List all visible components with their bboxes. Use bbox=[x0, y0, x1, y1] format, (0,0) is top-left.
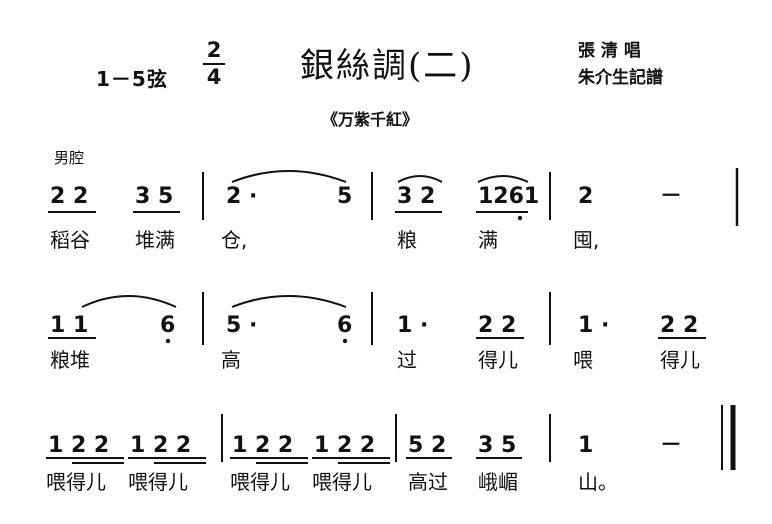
lyric: 得儿 bbox=[478, 348, 518, 372]
note-group: 2 2 bbox=[478, 313, 517, 338]
note-group: 5 bbox=[337, 184, 353, 209]
note-group: 1 · bbox=[578, 313, 610, 338]
note-group: 1 1 bbox=[50, 313, 89, 338]
time-signature: 2 4 bbox=[203, 40, 225, 88]
note-group: 1 2 2 bbox=[130, 433, 192, 458]
lyric: 粮 bbox=[397, 228, 417, 252]
song-title: 銀絲調(二) bbox=[300, 46, 475, 86]
note-group: 1 2 2 bbox=[232, 433, 294, 458]
lyric: 喂得儿 bbox=[128, 470, 188, 494]
lyric: 仓, bbox=[221, 228, 248, 252]
lyric: 喂 bbox=[573, 348, 593, 372]
note-group: 6 bbox=[337, 313, 353, 338]
lyric: 粮堆 bbox=[50, 348, 90, 372]
note-group: 1 2 2 bbox=[314, 433, 376, 458]
note-group: 1 2 2 bbox=[48, 433, 110, 458]
time-signature-denominator: 4 bbox=[206, 65, 222, 89]
lyric: 满 bbox=[478, 228, 498, 252]
note-group: 5 · bbox=[226, 313, 258, 338]
singer-credit: 張 清 唱 bbox=[578, 41, 641, 61]
lyric: 喂得儿 bbox=[230, 470, 290, 494]
note-group: 1 bbox=[578, 433, 594, 458]
lyric: 得儿 bbox=[660, 348, 700, 372]
lyric: 稻谷 bbox=[50, 228, 90, 252]
credits: 張 清 唱 朱介生記譜 bbox=[578, 38, 663, 92]
voice-label: 男腔 bbox=[54, 149, 85, 167]
note-group: 1 · bbox=[397, 313, 429, 338]
song-subtitle: 《万紫千紅》 bbox=[322, 110, 419, 129]
note-group: 5 2 bbox=[408, 433, 447, 458]
lyric: 囤, bbox=[573, 228, 600, 252]
string-tuning: 1－5弦 bbox=[96, 67, 168, 91]
note-group: 3 2 bbox=[397, 184, 436, 209]
lyric: 峨嵋 bbox=[478, 470, 518, 494]
note-group: 3 5 bbox=[135, 184, 174, 209]
note-group: － bbox=[660, 184, 683, 209]
note-group: － bbox=[660, 433, 683, 458]
note-group: 6 bbox=[160, 313, 176, 338]
lyric: 过 bbox=[397, 348, 417, 372]
note-group: 3 5 bbox=[478, 433, 517, 458]
lyric: 喂得儿 bbox=[312, 470, 372, 494]
time-signature-bar bbox=[203, 63, 225, 65]
lyric: 高 bbox=[221, 348, 241, 372]
lyric: 山。 bbox=[578, 470, 618, 494]
transcriber-credit: 朱介生記譜 bbox=[578, 68, 663, 88]
note-group: 2 · bbox=[226, 184, 258, 209]
time-signature-numerator: 2 bbox=[206, 38, 222, 62]
note-group: 2 bbox=[578, 184, 594, 209]
note-group: 1261 bbox=[478, 184, 540, 209]
note-group: 2 2 bbox=[660, 313, 699, 338]
bar-lines bbox=[202, 168, 739, 470]
lyric: 喂得儿 bbox=[46, 470, 106, 494]
note-group: 2 2 bbox=[50, 184, 89, 209]
lyric: 高过 bbox=[408, 470, 448, 494]
lyric: 堆满 bbox=[135, 228, 175, 252]
